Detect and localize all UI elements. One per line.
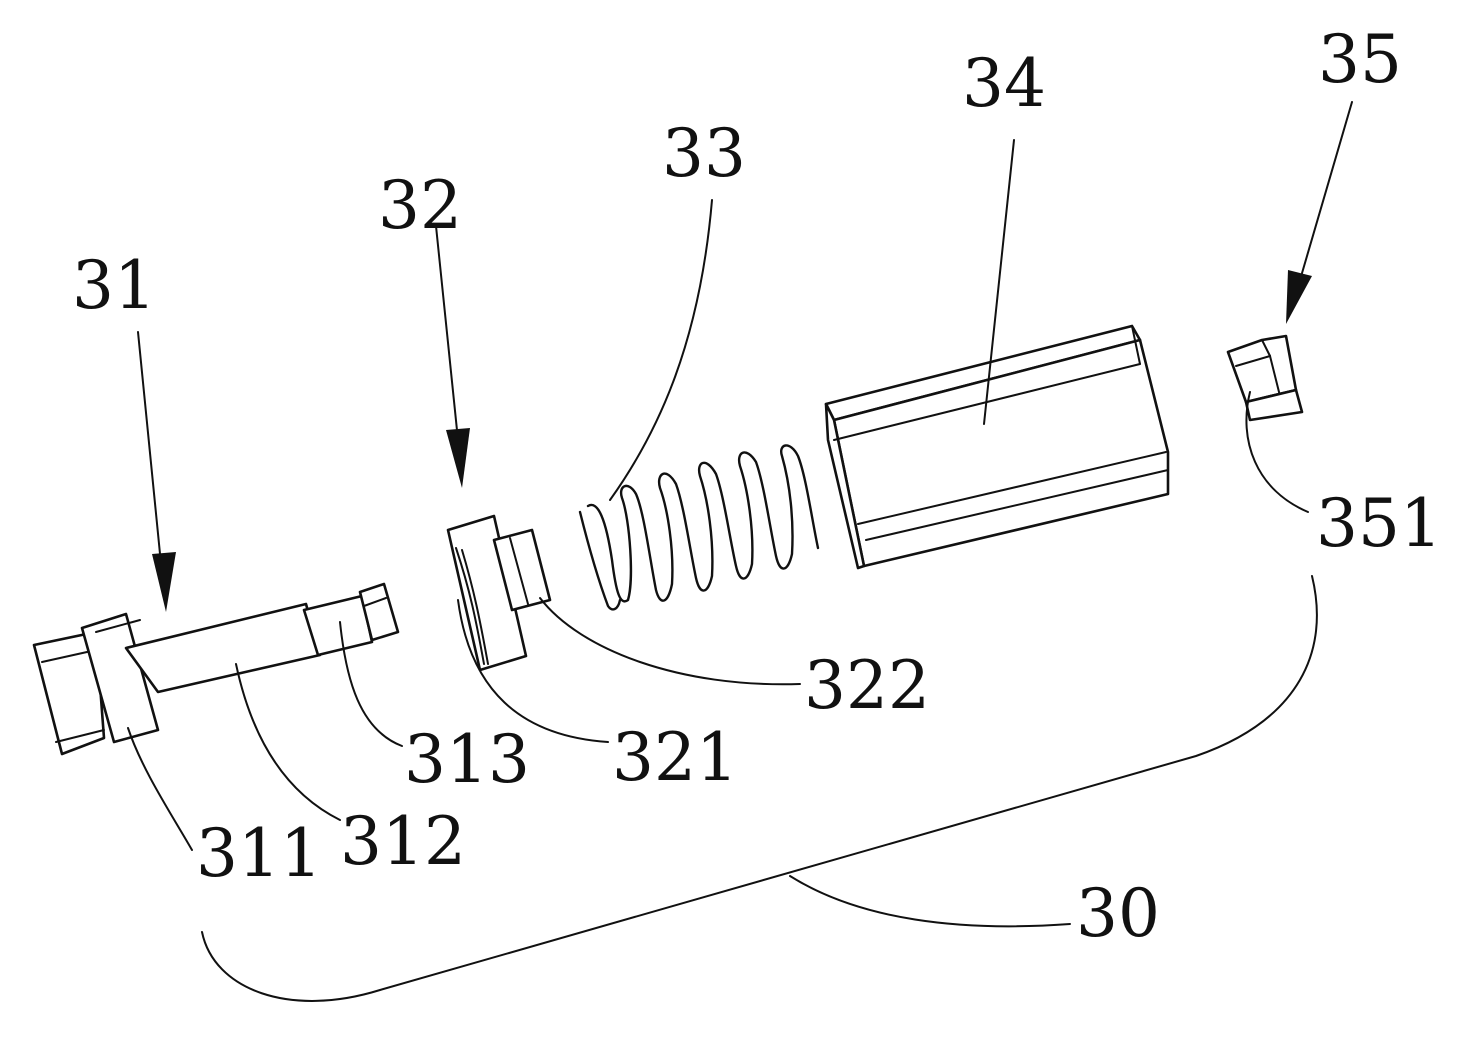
leader-322 <box>540 598 800 684</box>
housing-part <box>826 326 1168 568</box>
callout-313: 313 <box>404 721 530 798</box>
callout-34: 34 <box>962 45 1046 122</box>
leader-30 <box>790 876 1070 926</box>
callout-30: 30 <box>1076 875 1160 952</box>
leader-311 <box>128 728 192 850</box>
callout-33: 33 <box>662 115 746 192</box>
callout-322: 322 <box>804 647 930 724</box>
pin-part <box>34 584 398 754</box>
spring-part <box>580 445 818 609</box>
arrow-31 <box>138 332 176 612</box>
callout-312: 312 <box>340 803 466 880</box>
callout-321: 321 <box>612 719 738 796</box>
callout-311: 311 <box>196 815 322 892</box>
leader-33 <box>610 200 712 500</box>
callout-35: 35 <box>1318 21 1402 98</box>
cap-part <box>1228 336 1302 420</box>
arrow-35 <box>1286 102 1352 324</box>
leader-312 <box>236 664 340 820</box>
callout-31: 31 <box>72 247 156 324</box>
callout-32: 32 <box>378 167 462 244</box>
arrow-32 <box>436 226 470 488</box>
sleeve-part <box>448 516 550 670</box>
callout-351: 351 <box>1316 485 1442 562</box>
